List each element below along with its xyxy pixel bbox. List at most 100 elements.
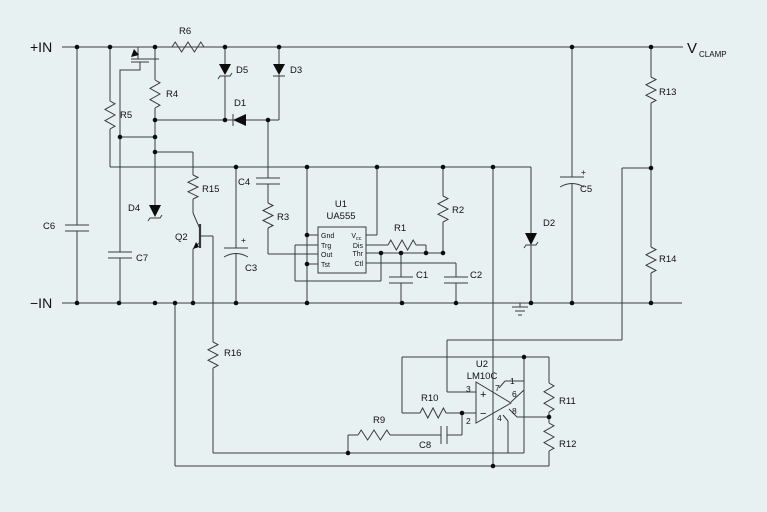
label-r14: R14 — [659, 254, 676, 265]
label-r11: R11 — [559, 396, 576, 407]
label-c7: C7 — [136, 253, 148, 264]
label-pin-1: 1 — [510, 376, 515, 386]
junction-dot — [276, 44, 282, 50]
diode-bar — [147, 214, 163, 222]
components-layer — [103, 41, 658, 452]
wire — [559, 183, 585, 188]
junction-dot — [116, 300, 122, 306]
junction-dot — [521, 354, 527, 360]
label-r13: R13 — [659, 87, 676, 98]
junction-dots-layer — [74, 44, 654, 469]
resistor-symbol — [542, 422, 556, 452]
junction-dot — [345, 450, 351, 456]
junction-dot — [74, 300, 80, 306]
junction-dot — [399, 300, 405, 306]
wire — [192, 212, 201, 230]
label-c1: C1 — [416, 270, 428, 281]
label-d5: D5 — [236, 65, 248, 76]
label-u1-pin-vcc-sub: cc — [356, 236, 362, 242]
label-q2: Q2 — [175, 232, 188, 243]
resistor-symbol — [206, 341, 220, 369]
junction-dot — [374, 164, 380, 170]
label-u2-part: LM10C — [467, 371, 498, 382]
label-r16: R16 — [224, 348, 241, 359]
junction-dot — [117, 134, 123, 140]
label-pin-6: 6 — [512, 389, 517, 399]
label-opamp-minus: − — [480, 408, 486, 420]
junction-dot — [265, 117, 271, 123]
label-u1-pin-tst: Tst — [321, 262, 330, 269]
junction-dot — [190, 300, 196, 306]
label-plus-in: +IN — [30, 39, 52, 55]
label-d2: D2 — [543, 218, 555, 229]
junction-dot — [440, 250, 446, 256]
wire — [223, 253, 249, 258]
junction-dot — [490, 463, 496, 469]
junction-dot — [233, 164, 239, 170]
label-c6: C6 — [43, 221, 55, 232]
junction-dot — [648, 44, 654, 50]
u2-opamp-triangle — [475, 381, 512, 424]
junction-dot — [233, 300, 239, 306]
label-r3: R3 — [277, 212, 289, 223]
label-minus-in: −IN — [30, 295, 52, 311]
label-u1-pin-thr: Thr — [353, 251, 364, 258]
diode-arrow-fill — [193, 242, 199, 249]
label-r4: R4 — [166, 89, 178, 100]
diode-arrow-fill — [131, 49, 139, 57]
label-d4: D4 — [128, 203, 140, 214]
label-u1-pin-trg: Trg — [321, 243, 331, 250]
label-r5: R5 — [120, 110, 132, 121]
label-u1-pin-dis: Dis — [353, 243, 364, 250]
label-u1-pin-gnd: Gnd — [321, 233, 334, 240]
label-opamp-plus: + — [480, 389, 486, 401]
label-u1-pin-ctl: Ctl — [354, 261, 363, 268]
resistor-symbol — [644, 246, 658, 274]
junction-dot — [222, 44, 228, 50]
junction-dot — [569, 300, 575, 306]
resistor-symbol — [644, 76, 658, 104]
resistor-symbol — [436, 195, 450, 223]
junction-dot — [378, 250, 384, 256]
junction-dot — [152, 134, 158, 140]
junction-dot — [569, 44, 575, 50]
label-u1-part: UA555 — [326, 211, 355, 222]
junction-dot — [490, 164, 496, 170]
resistor-symbol — [357, 429, 391, 441]
junction-dot — [423, 250, 429, 256]
junction-dot — [528, 300, 534, 306]
label-u2-ref: U2 — [476, 359, 488, 370]
wire — [119, 62, 141, 252]
diode-arrow-fill — [149, 205, 161, 217]
label-pin-2: 2 — [466, 416, 471, 426]
label-c5: C5 — [580, 184, 592, 195]
junction-dot — [546, 414, 552, 420]
junction-dot — [648, 300, 654, 306]
wire — [498, 380, 506, 389]
label-pin-8: 8 — [512, 406, 517, 416]
resistor-symbol — [543, 382, 555, 413]
resistor-symbol — [103, 100, 117, 130]
diode-and-arrow-layer — [131, 49, 537, 249]
junction-dot — [453, 300, 459, 306]
u1-timer-box — [317, 226, 367, 274]
label-c2: C2 — [470, 270, 482, 281]
wire — [508, 408, 518, 418]
label-c4: C4 — [238, 177, 250, 188]
label-c5-plus: + — [581, 167, 586, 177]
label-pin-3: 3 — [466, 384, 471, 394]
wire — [502, 414, 509, 422]
label-c8: C8 — [419, 440, 431, 451]
label-d3: D3 — [290, 65, 302, 76]
diode-arrow-fill — [233, 114, 246, 126]
label-pin-7: 7 — [495, 383, 500, 393]
junction-dot — [222, 117, 228, 123]
label-r10: R10 — [421, 393, 438, 404]
label-r2: R2 — [452, 205, 464, 216]
diode-arrow-fill — [219, 64, 231, 75]
label-r9: R9 — [373, 415, 385, 426]
wire — [510, 389, 525, 403]
wires-layer — [62, 46, 683, 467]
